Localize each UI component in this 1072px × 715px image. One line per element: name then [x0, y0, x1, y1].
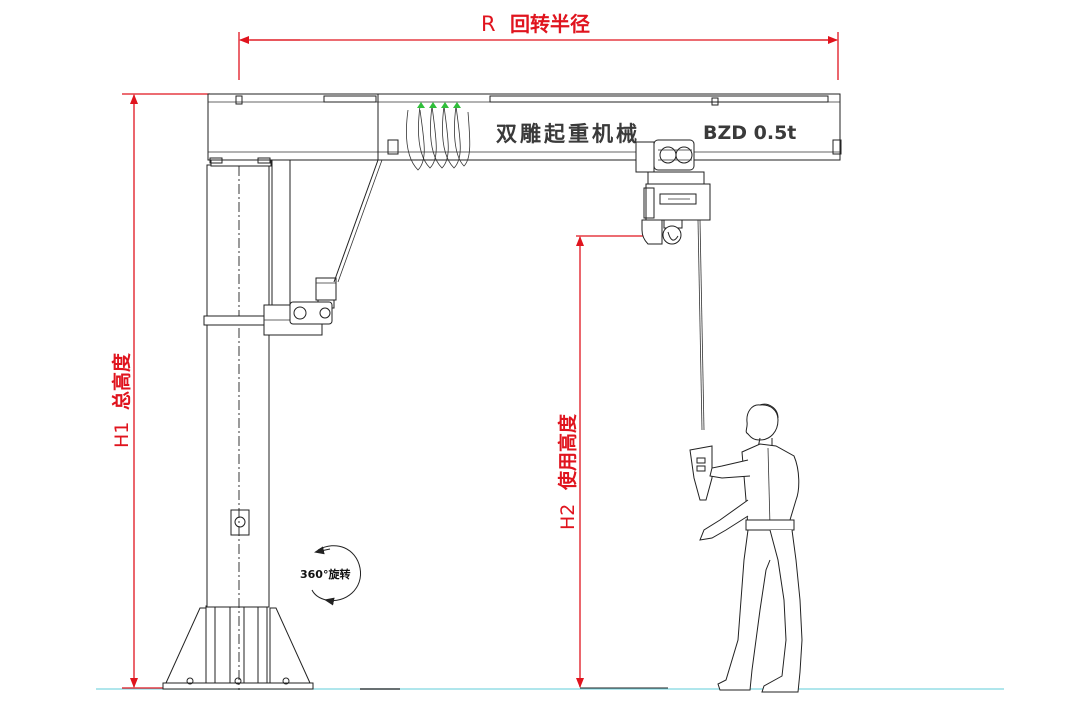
working-height-dimension: H2 使用高度	[556, 235, 660, 688]
working-height-label: 使用高度	[556, 413, 579, 491]
radius-dimension: R 回转半径	[238, 12, 839, 80]
pendant-cable	[697, 219, 703, 431]
pendant-controller	[689, 445, 713, 501]
jib-beam: 双雕起重机械 BZD 0.5t	[207, 93, 842, 164]
total-height-dimension: H1 总高度	[110, 93, 210, 689]
slewing-motor	[289, 277, 337, 325]
power-cable-diagonal	[333, 159, 379, 283]
total-height-symbol: H1	[111, 422, 133, 448]
brand-text: 双雕起重机械	[496, 122, 640, 146]
model-text: BZD 0.5t	[703, 122, 796, 144]
operator-figure	[699, 403, 803, 693]
electric-hoist	[635, 139, 711, 245]
rotation-label: 360°旋转	[300, 567, 350, 581]
pillar-base	[162, 605, 314, 690]
festoon-cables	[406, 102, 471, 171]
pillar-column	[203, 94, 323, 690]
radius-symbol: R	[481, 12, 496, 36]
radius-label: 回转半径	[510, 12, 590, 36]
total-height-label: 总高度	[110, 352, 133, 410]
working-height-symbol: H2	[557, 504, 579, 530]
rotation-indicator: 360°旋转	[300, 545, 362, 606]
